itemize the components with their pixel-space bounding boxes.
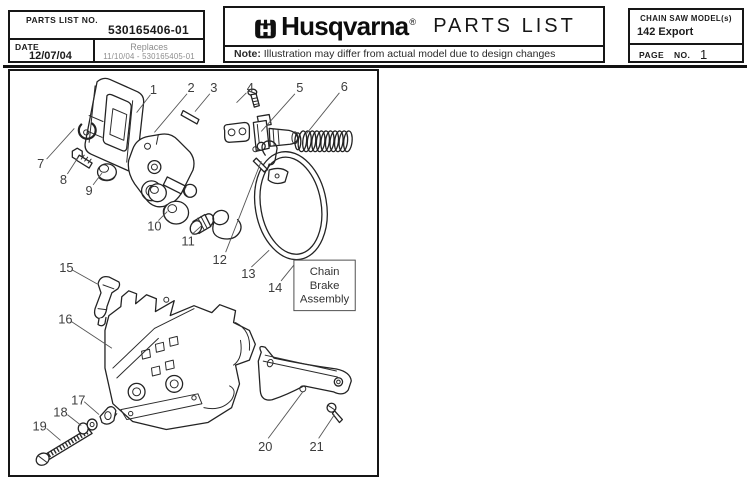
callout-number: 8 (60, 172, 67, 187)
model-label: CHAIN SAW MODEL(s) (640, 14, 732, 23)
callout-number: 14 (268, 280, 282, 295)
callout-number: 19 (33, 418, 47, 433)
model-value: 142 Export (637, 26, 694, 38)
part-knob (162, 200, 190, 225)
date-replaces-row: DATE 12/07/04 Replaces 11/10/04 - 530165… (10, 40, 203, 63)
part-spring-coil (294, 130, 353, 153)
callout-number: 17 (71, 393, 85, 408)
model-page-table: CHAIN SAW MODEL(s) 142 Export PAGE NO. 1 (628, 8, 744, 63)
part-guard-plate (257, 345, 352, 401)
document-title: PARTS LIST (433, 15, 576, 37)
assembly-label-line3: Assembly (300, 294, 350, 306)
leader-lines (46, 92, 340, 441)
part-hex-bolt (71, 147, 93, 169)
parts-list-no-row: PARTS LIST NO. 530165406-01 (10, 12, 203, 40)
part-wire-spring-clip (212, 209, 242, 240)
part-pivot-bolt (162, 176, 198, 198)
parts-list-no-table: PARTS LIST NO. 530165406-01 DATE 12/07/0… (8, 10, 205, 63)
callout-number: 11 (181, 233, 194, 248)
brand-wordmark: Husqvarna® (281, 11, 416, 42)
part-screw-small (247, 88, 260, 108)
callout-number: 13 (241, 266, 255, 281)
callout-number: 5 (296, 80, 303, 95)
note-bar: Note: Illustration may differ from actua… (223, 47, 605, 63)
callout-number: 21 (310, 439, 324, 454)
header-divider-rule (3, 65, 747, 68)
callout-number: 9 (86, 183, 93, 198)
page-number: 1 (700, 47, 708, 62)
callout-numbers: 1 2 3 4 5 6 7 8 9 10 11 12 13 14 15 16 1… (33, 79, 348, 454)
callout-number: 20 (258, 439, 272, 454)
callout-number: 6 (341, 79, 348, 94)
registered-trademark: ® (409, 17, 416, 27)
callout-number: 7 (37, 156, 44, 171)
assembly-label-line2: Brake (310, 280, 340, 292)
callout-number: 1 (150, 82, 157, 97)
bolt-threads (47, 429, 90, 458)
part-lock-washers (77, 418, 98, 435)
part-front-hand-guard (84, 77, 145, 173)
replaces-cell: Replaces 11/10/04 - 530165405-01 (95, 40, 203, 63)
chain-brake-assembly-label: Chain Brake Assembly (293, 259, 356, 312)
callout-number: 12 (213, 252, 227, 267)
callout-number: 15 (59, 260, 73, 275)
date-value: 12/07/04 (29, 50, 72, 62)
part-brake-band (253, 140, 328, 261)
part-e-clip (77, 122, 97, 140)
callout-number: 2 (187, 80, 194, 95)
assembly-label-line1: Chain (310, 266, 340, 278)
part-latch-mechanism (223, 113, 299, 153)
page-row: PAGE NO. 1 (630, 45, 742, 63)
date-cell: DATE 12/07/04 (10, 40, 95, 63)
page-no-label: NO. (674, 50, 691, 60)
note-text: Illustration may differ from actual mode… (260, 48, 556, 60)
note-label: Note: (234, 48, 261, 60)
callout-number: 16 (58, 311, 72, 326)
exploded-diagram-frame: 1 2 3 4 5 6 7 8 9 10 11 12 13 14 15 16 1… (8, 69, 379, 477)
parts-list-no-label: PARTS LIST NO. (26, 15, 99, 25)
replaces-label: Replaces (130, 42, 168, 52)
part-washer-disc (147, 183, 167, 203)
callout-number: 10 (147, 218, 161, 233)
callout-number: 18 (53, 405, 67, 420)
parts-list-no-value: 530165406-01 (107, 23, 189, 37)
part-long-bolt (35, 427, 93, 466)
part-pin (180, 109, 200, 125)
model-row: CHAIN SAW MODEL(s) 142 Export (630, 10, 742, 45)
callout-number: 3 (210, 80, 217, 95)
brand-text: Husqvarna (281, 11, 409, 41)
date-label: DATE (15, 42, 40, 52)
callout-number: 4 (247, 80, 254, 95)
exploded-parts-diagram: 1 2 3 4 5 6 7 8 9 10 11 12 13 14 15 16 1… (33, 77, 356, 466)
part-trigger-plate (93, 275, 121, 327)
part-grommet (96, 163, 117, 182)
page-label: PAGE (639, 50, 665, 60)
part-clutch-cover (102, 290, 256, 431)
husqvarna-crown-icon (255, 19, 277, 38)
brand-header: Husqvarna® PARTS LIST (223, 6, 605, 47)
replaces-value: 11/10/04 - 530165405-01 (103, 52, 195, 61)
part-clamp (99, 406, 117, 425)
part-anchor-pin (252, 157, 289, 185)
part-screw-guard-plate (326, 402, 344, 424)
